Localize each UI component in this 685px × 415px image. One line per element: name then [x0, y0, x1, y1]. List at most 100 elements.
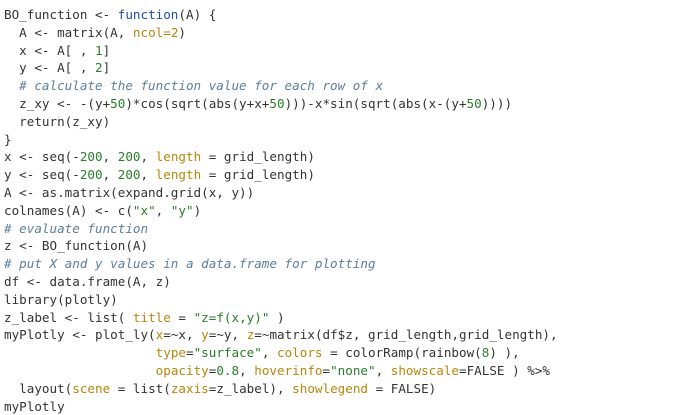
argument-name-token: y: [201, 327, 209, 343]
code-line: x <- A[ , 1]: [4, 42, 685, 60]
argument-name-token: opacity: [155, 362, 209, 378]
argument-name-token: showlegend: [292, 380, 368, 396]
code-line: # put X and y values in a data.frame for…: [4, 255, 685, 273]
number-token: 0.8: [216, 362, 240, 378]
code-text: =~matrix(df$z, grid_length,grid_length),: [254, 327, 558, 343]
r-code-block[interactable]: BO_function <- function(A) { A <- matrix…: [4, 6, 685, 415]
code-line: z_xy <- -(y+50)*cos(sqrt(abs(y+x+50)))-x…: [4, 95, 685, 113]
code-text: )))): [481, 95, 513, 111]
number-token: 200: [117, 167, 141, 183]
code-line: y <- A[ , 2]: [4, 59, 685, 77]
code-text: BO_function <-: [4, 7, 118, 22]
string-token: "x": [132, 202, 156, 218]
code-text: [4, 363, 156, 378]
code-line: myPlotly <- plot_ly(x=~x, y=~y, z=~matri…: [4, 326, 685, 344]
code-text: colnames(A) <- c(: [4, 202, 133, 218]
code-line: A <- as.matrix(expand.grid(x, y)): [4, 184, 685, 202]
code-line: z <- BO_function(A): [4, 237, 685, 255]
code-text: =: [208, 362, 217, 378]
code-text: = colorRamp(rainbow(: [322, 345, 482, 361]
argument-name-token: zaxis: [170, 380, 209, 396]
code-text: [4, 345, 156, 360]
code-text: y <- A[ ,: [4, 60, 95, 76]
code-text: df <- data.frame(A, z): [4, 273, 171, 289]
code-line: # evaluate function: [4, 220, 685, 238]
code-text: layout(: [4, 380, 73, 396]
code-text: =: [170, 309, 194, 325]
code-line: return(z_xy): [4, 113, 685, 131]
code-line: x <- seq(-200, 200, length = grid_length…: [4, 148, 685, 166]
code-text: myPlotly <- plot_ly(: [4, 327, 156, 343]
code-text: =FALSE ) %>%: [459, 362, 551, 378]
code-line: A <- matrix(A, ncol=2): [4, 24, 685, 42]
code-line: df <- data.frame(A, z): [4, 273, 685, 291]
code-text: z <- BO_function(A): [4, 238, 149, 254]
number-token: 200: [79, 167, 103, 183]
code-line: BO_function <- function(A) {: [4, 6, 685, 24]
code-line: # calculate the function value for each …: [4, 77, 685, 95]
comment-token: # put X and y values in a data.frame for…: [4, 256, 376, 272]
code-text: ,: [102, 149, 118, 165]
code-line: y <- seq(-200, 200, length = grid_length…: [4, 166, 685, 184]
code-text: y <- seq(-: [4, 167, 80, 183]
code-text: myPlotly: [4, 398, 65, 414]
number-token: 1: [95, 42, 103, 58]
argument-name-token: z: [246, 327, 255, 343]
code-text: x <- seq(-: [4, 149, 80, 165]
code-text: ]: [102, 42, 111, 58]
code-text: ,: [140, 149, 156, 165]
code-text: ,: [375, 362, 391, 378]
code-text: }: [4, 131, 12, 147]
string-token: "none": [330, 362, 376, 378]
code-line: z_label <- list( title = "z=f(x,y)" ): [4, 309, 685, 327]
code-text: = grid_length): [201, 167, 315, 183]
number-token: 50: [110, 95, 126, 111]
argument-name-token: scene: [72, 380, 111, 396]
string-token: "y": [170, 202, 194, 218]
code-text: = FALSE): [368, 380, 437, 396]
code-text: =~y,: [208, 327, 247, 343]
comment-token: # calculate the function value for each …: [4, 78, 384, 94]
code-text: =~x,: [163, 327, 202, 343]
code-line: library(plotly): [4, 291, 685, 309]
comment-token: # evaluate function: [4, 220, 149, 236]
code-text: =z_label),: [208, 380, 293, 396]
code-text: A <- as.matrix(expand.grid(x, y)): [4, 184, 255, 200]
argument-name-token: hoverinfo: [254, 362, 323, 378]
argument-name-token: x: [155, 327, 164, 343]
code-text: ,: [239, 362, 255, 378]
code-text: ,: [102, 167, 118, 183]
code-text: ]: [102, 60, 111, 76]
argument-name-token: length: [155, 167, 202, 183]
string-token: "surface": [193, 345, 262, 361]
code-text: ): [269, 309, 285, 325]
code-text: = grid_length): [201, 149, 315, 165]
code-line: colnames(A) <- c("x", "y"): [4, 202, 685, 220]
code-text: = list(: [110, 380, 171, 396]
code-text: )))-x*sin(sqrt(abs(x-(y+: [284, 95, 467, 111]
argument-name-token: length: [155, 149, 202, 165]
number-token: 50: [269, 95, 285, 111]
code-text: ,: [155, 202, 171, 218]
code-line: myPlotly: [4, 398, 685, 415]
code-text: z_label <- list(: [4, 309, 133, 325]
code-text: library(plotly): [4, 291, 118, 307]
number-token: 50: [466, 95, 482, 111]
argument-name-token: colors: [277, 345, 323, 361]
code-text: ,: [261, 345, 278, 361]
string-token: "z=f(x,y)": [193, 309, 270, 325]
code-text: ,: [140, 167, 156, 183]
code-line: type="surface", colors = colorRamp(rainb…: [4, 344, 685, 362]
code-text: ) ),: [489, 345, 520, 361]
code-line: }: [4, 131, 685, 149]
argument-name-token: ncol=2: [132, 24, 179, 40]
code-line: layout(scene = list(zaxis=z_label), show…: [4, 380, 685, 398]
code-text: (A) {: [178, 7, 217, 22]
argument-name-token: type: [155, 345, 186, 361]
code-line: opacity=0.8, hoverinfo="none", showscale…: [4, 362, 685, 380]
code-text: z_xy <- -(y+: [4, 95, 111, 111]
code-text: A <- matrix(A,: [4, 24, 133, 40]
code-text: ): [178, 24, 186, 40]
keyword-token: function: [117, 7, 179, 22]
